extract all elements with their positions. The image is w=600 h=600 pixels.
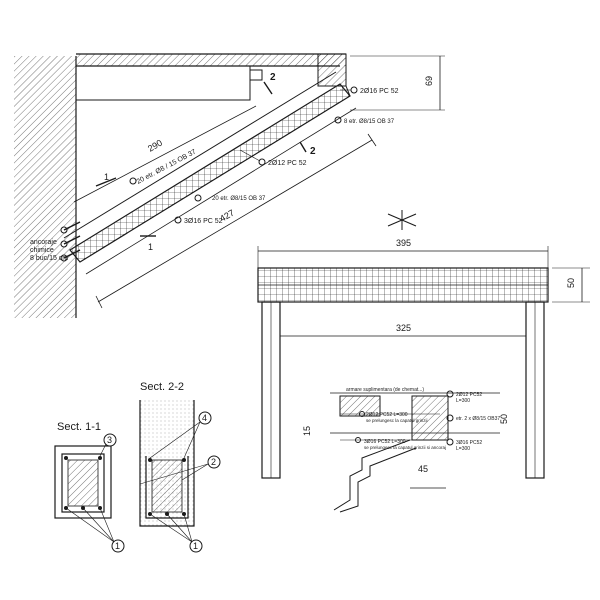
detail-right-3: 3Ø16 PC52	[456, 440, 482, 446]
dim-325: 325	[396, 323, 411, 333]
callout-1-s2: 1	[193, 541, 198, 551]
detail-text-3: 3Ø16 PC52 L=300	[364, 439, 406, 445]
cross-symbol	[387, 210, 417, 230]
anchor-label-1: ancoraje	[30, 239, 57, 246]
section-mark-1a: 1	[104, 172, 109, 182]
dim-69: 69	[424, 76, 434, 86]
callout-2-s2: 2	[211, 457, 216, 467]
section-2-2: Sect. 2-2 4 2 1	[139, 381, 221, 553]
detail-right-1: 2Ø12 PC52	[456, 392, 482, 398]
detail-title: armare suplimentara (de chemat...)	[346, 387, 424, 393]
callout-3-s1: 3	[107, 435, 112, 445]
slab-end	[317, 53, 347, 87]
label-8etr: 8 etr. Ø8/15 OB 37	[344, 119, 395, 125]
dim-395: 395	[396, 238, 411, 248]
sect-2-2-title: Sect. 2-2	[140, 381, 184, 393]
section-mark-2a: 2	[270, 72, 276, 83]
section-mark-1b: 1	[148, 242, 153, 252]
callout-1-s1: 1	[115, 541, 120, 551]
detail-text-1: 2Ø12 PC52 L=300	[366, 412, 408, 418]
detail-right-1b: L=300	[456, 398, 470, 404]
label-20etr-small: 20 etr. Ø8/15 OB 37	[212, 196, 266, 202]
detail-text-2: se prelungesc la capatul grinzii	[366, 418, 428, 423]
dim-50-detail: 50	[499, 414, 509, 424]
support-detail: armare suplimentara (de chemat...) 2Ø12 …	[302, 387, 509, 513]
section-1-1: Sect. 1-1 3 1	[54, 421, 125, 553]
detail-text-4: se prelungesc la capatul grinzii si anco…	[364, 445, 446, 450]
wall-hatch	[14, 56, 76, 318]
section-mark-2b: 2	[310, 146, 316, 157]
dim-290: 290	[146, 138, 164, 154]
anchor-label-3: 8 buc/15 cm	[30, 255, 68, 262]
sect-1-1-title: Sect. 1-1	[57, 421, 101, 433]
dim-50-right: 50	[566, 278, 576, 288]
inclined-beam	[69, 83, 351, 263]
frame-elevation: 395 50 325	[257, 238, 590, 479]
top-slab-hatch	[76, 54, 346, 66]
label-2d12: 2Ø12 PC 52	[268, 160, 307, 167]
label-2d16-top: 2Ø16 PC 52	[360, 88, 399, 95]
dim-45: 45	[418, 464, 428, 474]
dim-15: 15	[302, 426, 312, 436]
detail-right-2: etr. 2 x Ø8/15 OB37	[456, 416, 500, 422]
anchor-label-2: chimice	[30, 247, 54, 254]
elevation-view: ancoraje chimice 8 buc/15 cm 290 427 1 1…	[14, 53, 445, 318]
detail-right-3b: L=300	[456, 446, 470, 452]
label-3d16: 3Ø16 PC 52	[184, 218, 223, 225]
callout-4-s2: 4	[202, 413, 207, 423]
